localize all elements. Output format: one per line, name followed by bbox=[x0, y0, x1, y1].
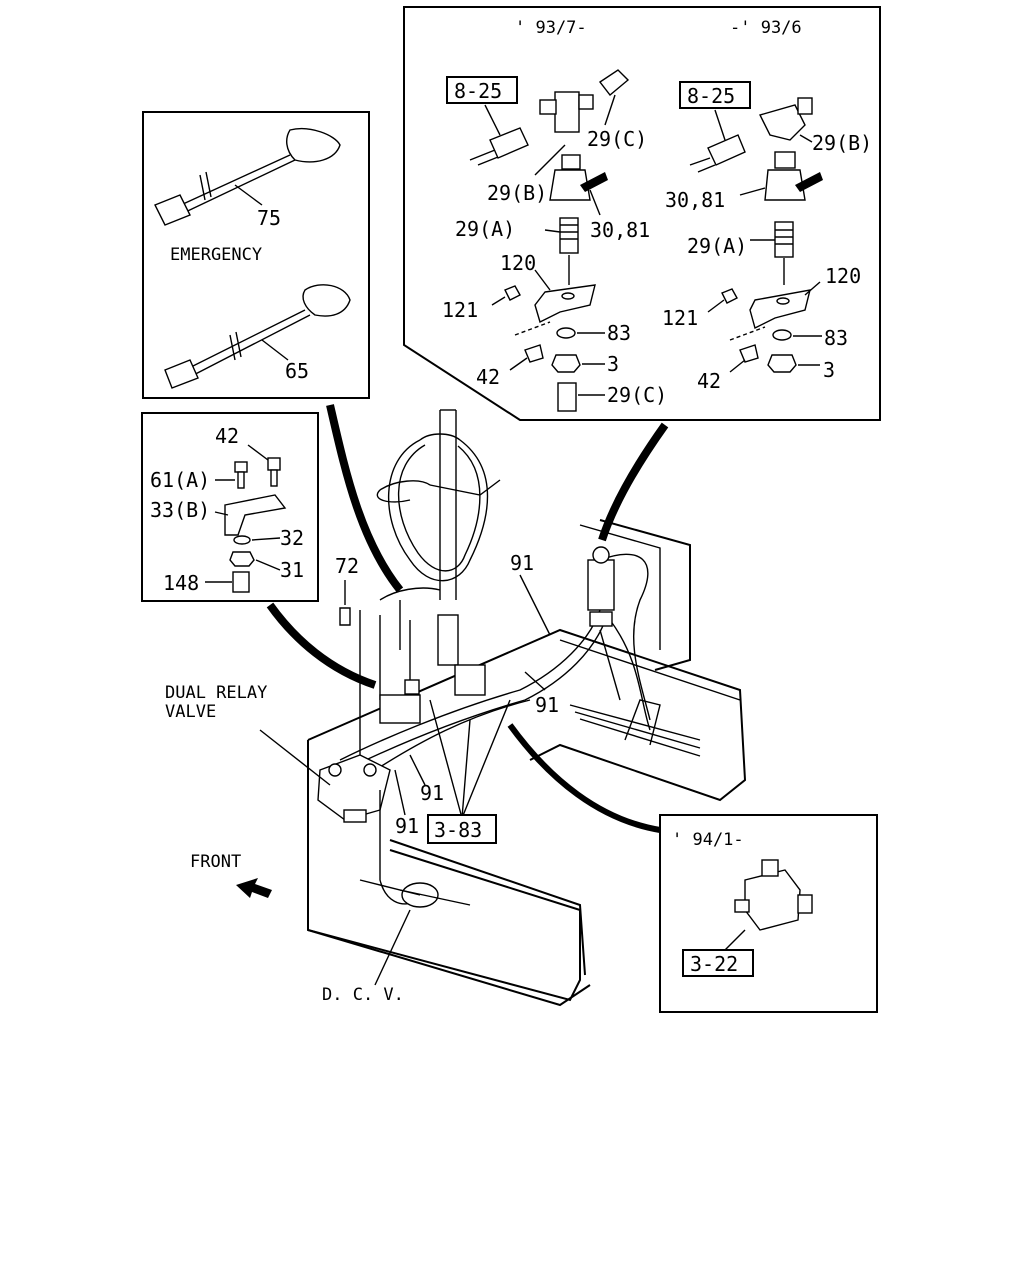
bracket-33b bbox=[224, 494, 287, 536]
label-29c-top: 29(C) bbox=[587, 127, 647, 151]
ref-box-3-22 bbox=[682, 949, 754, 977]
sensor-left bbox=[489, 127, 529, 159]
bolt-42-left bbox=[524, 344, 544, 363]
label-emergency: EMERGENCY bbox=[170, 245, 262, 265]
fitting-29c-top bbox=[598, 69, 630, 97]
valve-upper bbox=[587, 559, 615, 611]
inset-emergency: 75 EMERGENCY 65 bbox=[142, 111, 370, 399]
reservoir-tube bbox=[437, 614, 459, 666]
label-3081-right: 30,81 bbox=[665, 188, 725, 212]
bolt-42-right bbox=[739, 344, 759, 363]
label-91-a: 91 bbox=[420, 781, 444, 805]
washer-83-right bbox=[772, 329, 792, 341]
coupling-75 bbox=[286, 128, 341, 163]
nut-121-right bbox=[721, 288, 738, 304]
label-91-top: 91 bbox=[510, 551, 534, 575]
nipple-29a-left bbox=[559, 217, 579, 254]
main-assembly bbox=[307, 409, 747, 1007]
label-29b-left: 29(B) bbox=[487, 181, 547, 205]
label-32: 32 bbox=[280, 526, 304, 550]
label-ref-3-83: 3-83 bbox=[434, 818, 482, 842]
front-arrow-icon bbox=[236, 878, 272, 898]
label-42-bracket: 42 bbox=[215, 424, 239, 448]
valve-94 bbox=[744, 869, 801, 931]
label-dcv: D. C. V. bbox=[322, 985, 404, 1005]
label-valve: VALVE bbox=[165, 702, 216, 722]
label-8-25-right: 8-25 bbox=[687, 84, 735, 108]
label-91-b: 91 bbox=[395, 814, 419, 838]
ref-box-8-25-right bbox=[679, 81, 751, 109]
nut-121-left bbox=[504, 285, 521, 301]
label-date-94-1: ' 94/1- bbox=[672, 830, 744, 850]
label-42-left: 42 bbox=[476, 365, 500, 389]
sensor-right bbox=[707, 134, 746, 166]
cock-left bbox=[549, 169, 591, 201]
inset-93: ' 93/7- -' 93/6 8-25 29(C) 29(B) 30,81 2… bbox=[403, 6, 881, 421]
label-3-right: 3 bbox=[823, 358, 835, 382]
bracket-120-right bbox=[749, 289, 811, 330]
elbow-29b-right bbox=[758, 104, 806, 141]
cock-right bbox=[764, 169, 806, 201]
tee-fitting-left bbox=[554, 91, 580, 133]
label-83-right: 83 bbox=[824, 326, 848, 350]
label-date-93-6: -' 93/6 bbox=[730, 18, 802, 38]
label-33b: 33(B) bbox=[150, 498, 210, 522]
label-75: 75 bbox=[257, 206, 281, 230]
nut-31 bbox=[229, 551, 255, 567]
label-29a-right: 29(A) bbox=[687, 234, 747, 258]
label-29a-left: 29(A) bbox=[455, 217, 515, 241]
fitting-148 bbox=[232, 571, 250, 593]
dual-relay-valve bbox=[317, 754, 391, 823]
dcv-valve bbox=[359, 790, 471, 908]
label-date-93-7: ' 93/7- bbox=[515, 18, 587, 38]
label-91-mid: 91 bbox=[535, 693, 559, 717]
label-3081-left: 30,81 bbox=[590, 218, 650, 242]
label-121-right: 121 bbox=[662, 306, 698, 330]
fitting-29c-bottom bbox=[557, 382, 577, 412]
inset-94: ' 94/1- 3-22 bbox=[659, 814, 878, 1013]
label-3-left: 3 bbox=[607, 352, 619, 376]
label-121-left: 121 bbox=[442, 298, 478, 322]
label-42-right: 42 bbox=[697, 369, 721, 393]
inset-bracket: 42 61(A) 33(B) 32 31 148 bbox=[141, 412, 319, 602]
ref-box-3-83 bbox=[427, 814, 497, 844]
coupling-65 bbox=[302, 284, 351, 317]
bolt-61a bbox=[234, 461, 248, 473]
nipple-29a-right bbox=[774, 221, 794, 258]
label-61a: 61(A) bbox=[150, 468, 210, 492]
label-31: 31 bbox=[280, 558, 304, 582]
label-29c-bottom: 29(C) bbox=[607, 383, 667, 407]
label-8-25-left: 8-25 bbox=[454, 79, 502, 103]
ref-box-8-25-left bbox=[446, 76, 518, 104]
washer-83-left bbox=[556, 327, 576, 339]
label-120-left: 120 bbox=[500, 251, 536, 275]
label-65: 65 bbox=[285, 359, 309, 383]
label-front: FRONT bbox=[190, 852, 241, 872]
label-148: 148 bbox=[163, 571, 199, 595]
label-83-left: 83 bbox=[607, 321, 631, 345]
nut-3-left bbox=[551, 354, 581, 373]
label-120-right: 120 bbox=[825, 264, 861, 288]
label-dual-relay: DUAL RELAY bbox=[165, 683, 267, 703]
bracket-120-left bbox=[534, 284, 596, 324]
bolt-42-bracket bbox=[267, 457, 281, 471]
label-ref-3-22: 3-22 bbox=[690, 952, 738, 976]
label-29b-right: 29(B) bbox=[812, 131, 872, 155]
washer-32 bbox=[233, 535, 251, 545]
label-72: 72 bbox=[335, 554, 359, 578]
nut-3-right bbox=[767, 354, 797, 373]
